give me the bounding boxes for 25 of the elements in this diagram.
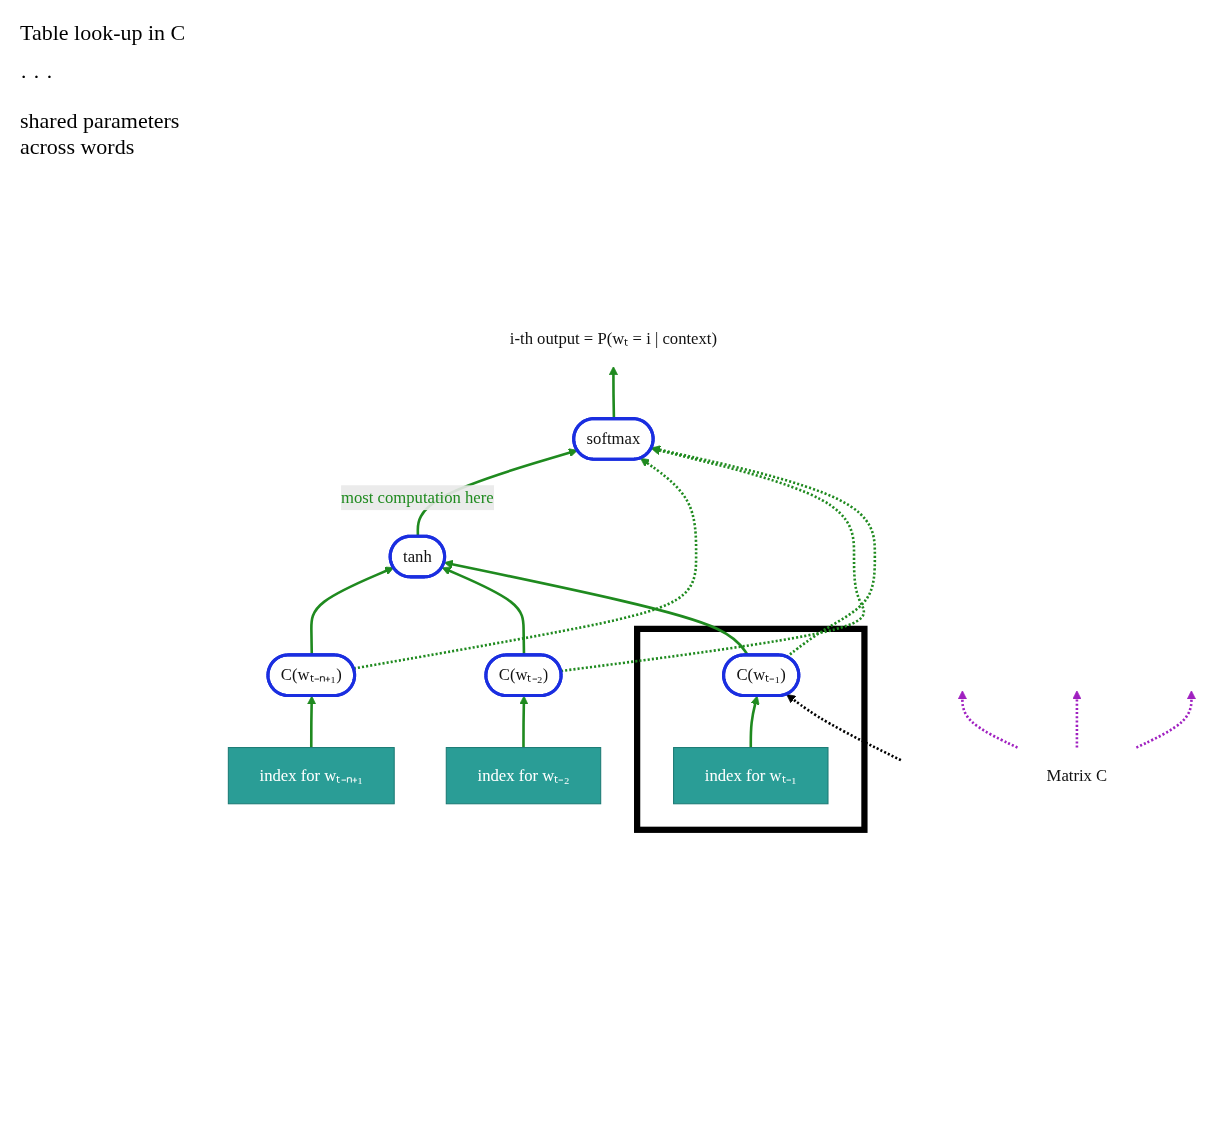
layer-bar: tanh <box>388 535 447 579</box>
layer-bar: C(wₜ₋₁) <box>722 653 801 698</box>
arrow <box>519 696 529 748</box>
arrow <box>307 696 317 748</box>
arrow <box>310 567 395 656</box>
arrow <box>957 690 1018 750</box>
cluster <box>634 626 868 834</box>
arrow <box>749 696 760 748</box>
text-label: i-th output = P(wₜ = i | context) <box>509 329 717 348</box>
arrow <box>608 366 618 420</box>
layer-bar: softmax <box>572 417 655 462</box>
index-box: index for wₜ₋₁ <box>673 747 829 805</box>
arrow <box>1135 690 1196 750</box>
layer-bar: C(wₜ₋ₙ₊₁) <box>266 653 357 698</box>
text-label: Matrix C <box>1046 766 1108 785</box>
arrow <box>441 567 526 656</box>
note-label: Table look-up in C <box>20 20 187 46</box>
edge-label: most computation here <box>341 488 494 507</box>
arrow <box>786 694 902 762</box>
note-label: · · · <box>20 64 54 90</box>
index-box: index for wₜ₋ₙ₊₁ <box>227 747 395 805</box>
arrow <box>1072 690 1082 748</box>
layer-bar: C(wₜ₋₂) <box>484 653 563 698</box>
index-box: index for wₜ₋₂ <box>445 747 602 805</box>
note-label: shared parameters across words <box>20 108 181 160</box>
